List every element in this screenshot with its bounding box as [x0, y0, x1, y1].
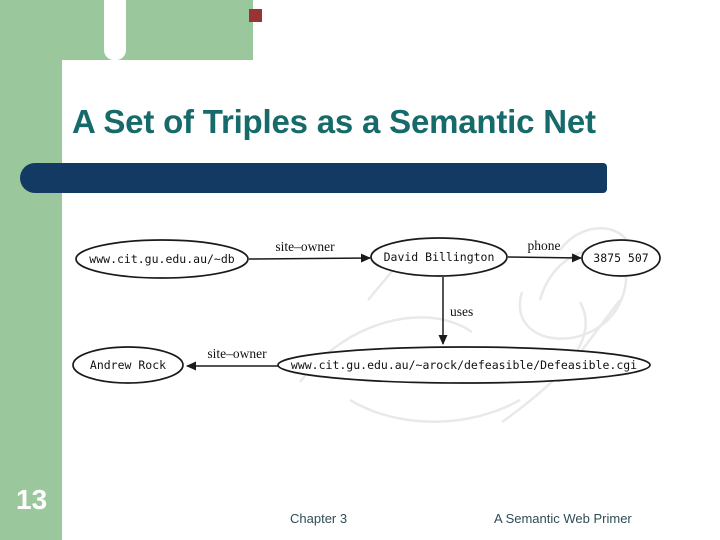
node-label-david-billington: David Billington: [384, 250, 495, 264]
footer-chapter: Chapter 3: [290, 511, 348, 526]
node-andrew-rock: [72, 346, 184, 384]
node-defeasible-cgi: [277, 346, 651, 384]
edge-label-david-billington-phone-number: phone: [528, 238, 561, 253]
page-title: A Set of Triples as a Semantic Net: [72, 103, 596, 140]
edge-www-db-david-billington: [248, 253, 371, 263]
node-www-db: [75, 239, 249, 279]
node-david-billington: [370, 237, 508, 277]
content-panel: [65, 60, 720, 540]
page-number: 13: [16, 484, 48, 515]
node-label-phone-number: 3875 507: [593, 251, 648, 265]
node-label-www-db: www.cit.gu.edu.au/~db: [89, 252, 234, 266]
node-phone-number: [581, 239, 661, 277]
green-top-block: [0, 0, 253, 60]
red-accent-square: [249, 9, 262, 22]
white-notch-decor: [104, 0, 126, 60]
edge-label-defeasible-cgi-andrew-rock: site–owner: [207, 346, 267, 361]
node-label-andrew-rock: Andrew Rock: [90, 358, 166, 372]
edge-label-www-db-david-billington: site–owner: [275, 239, 335, 254]
footer-book-title: A Semantic Web Primer: [494, 511, 632, 526]
node-label-defeasible-cgi: www.cit.gu.edu.au/~arock/defeasible/Defe…: [291, 358, 637, 372]
title-underline-bar: [20, 163, 607, 193]
edge-david-billington-phone-number: [507, 253, 582, 263]
green-left-strip: [0, 0, 62, 540]
edge-label-david-billington-defeasible-cgi: uses: [450, 304, 473, 319]
